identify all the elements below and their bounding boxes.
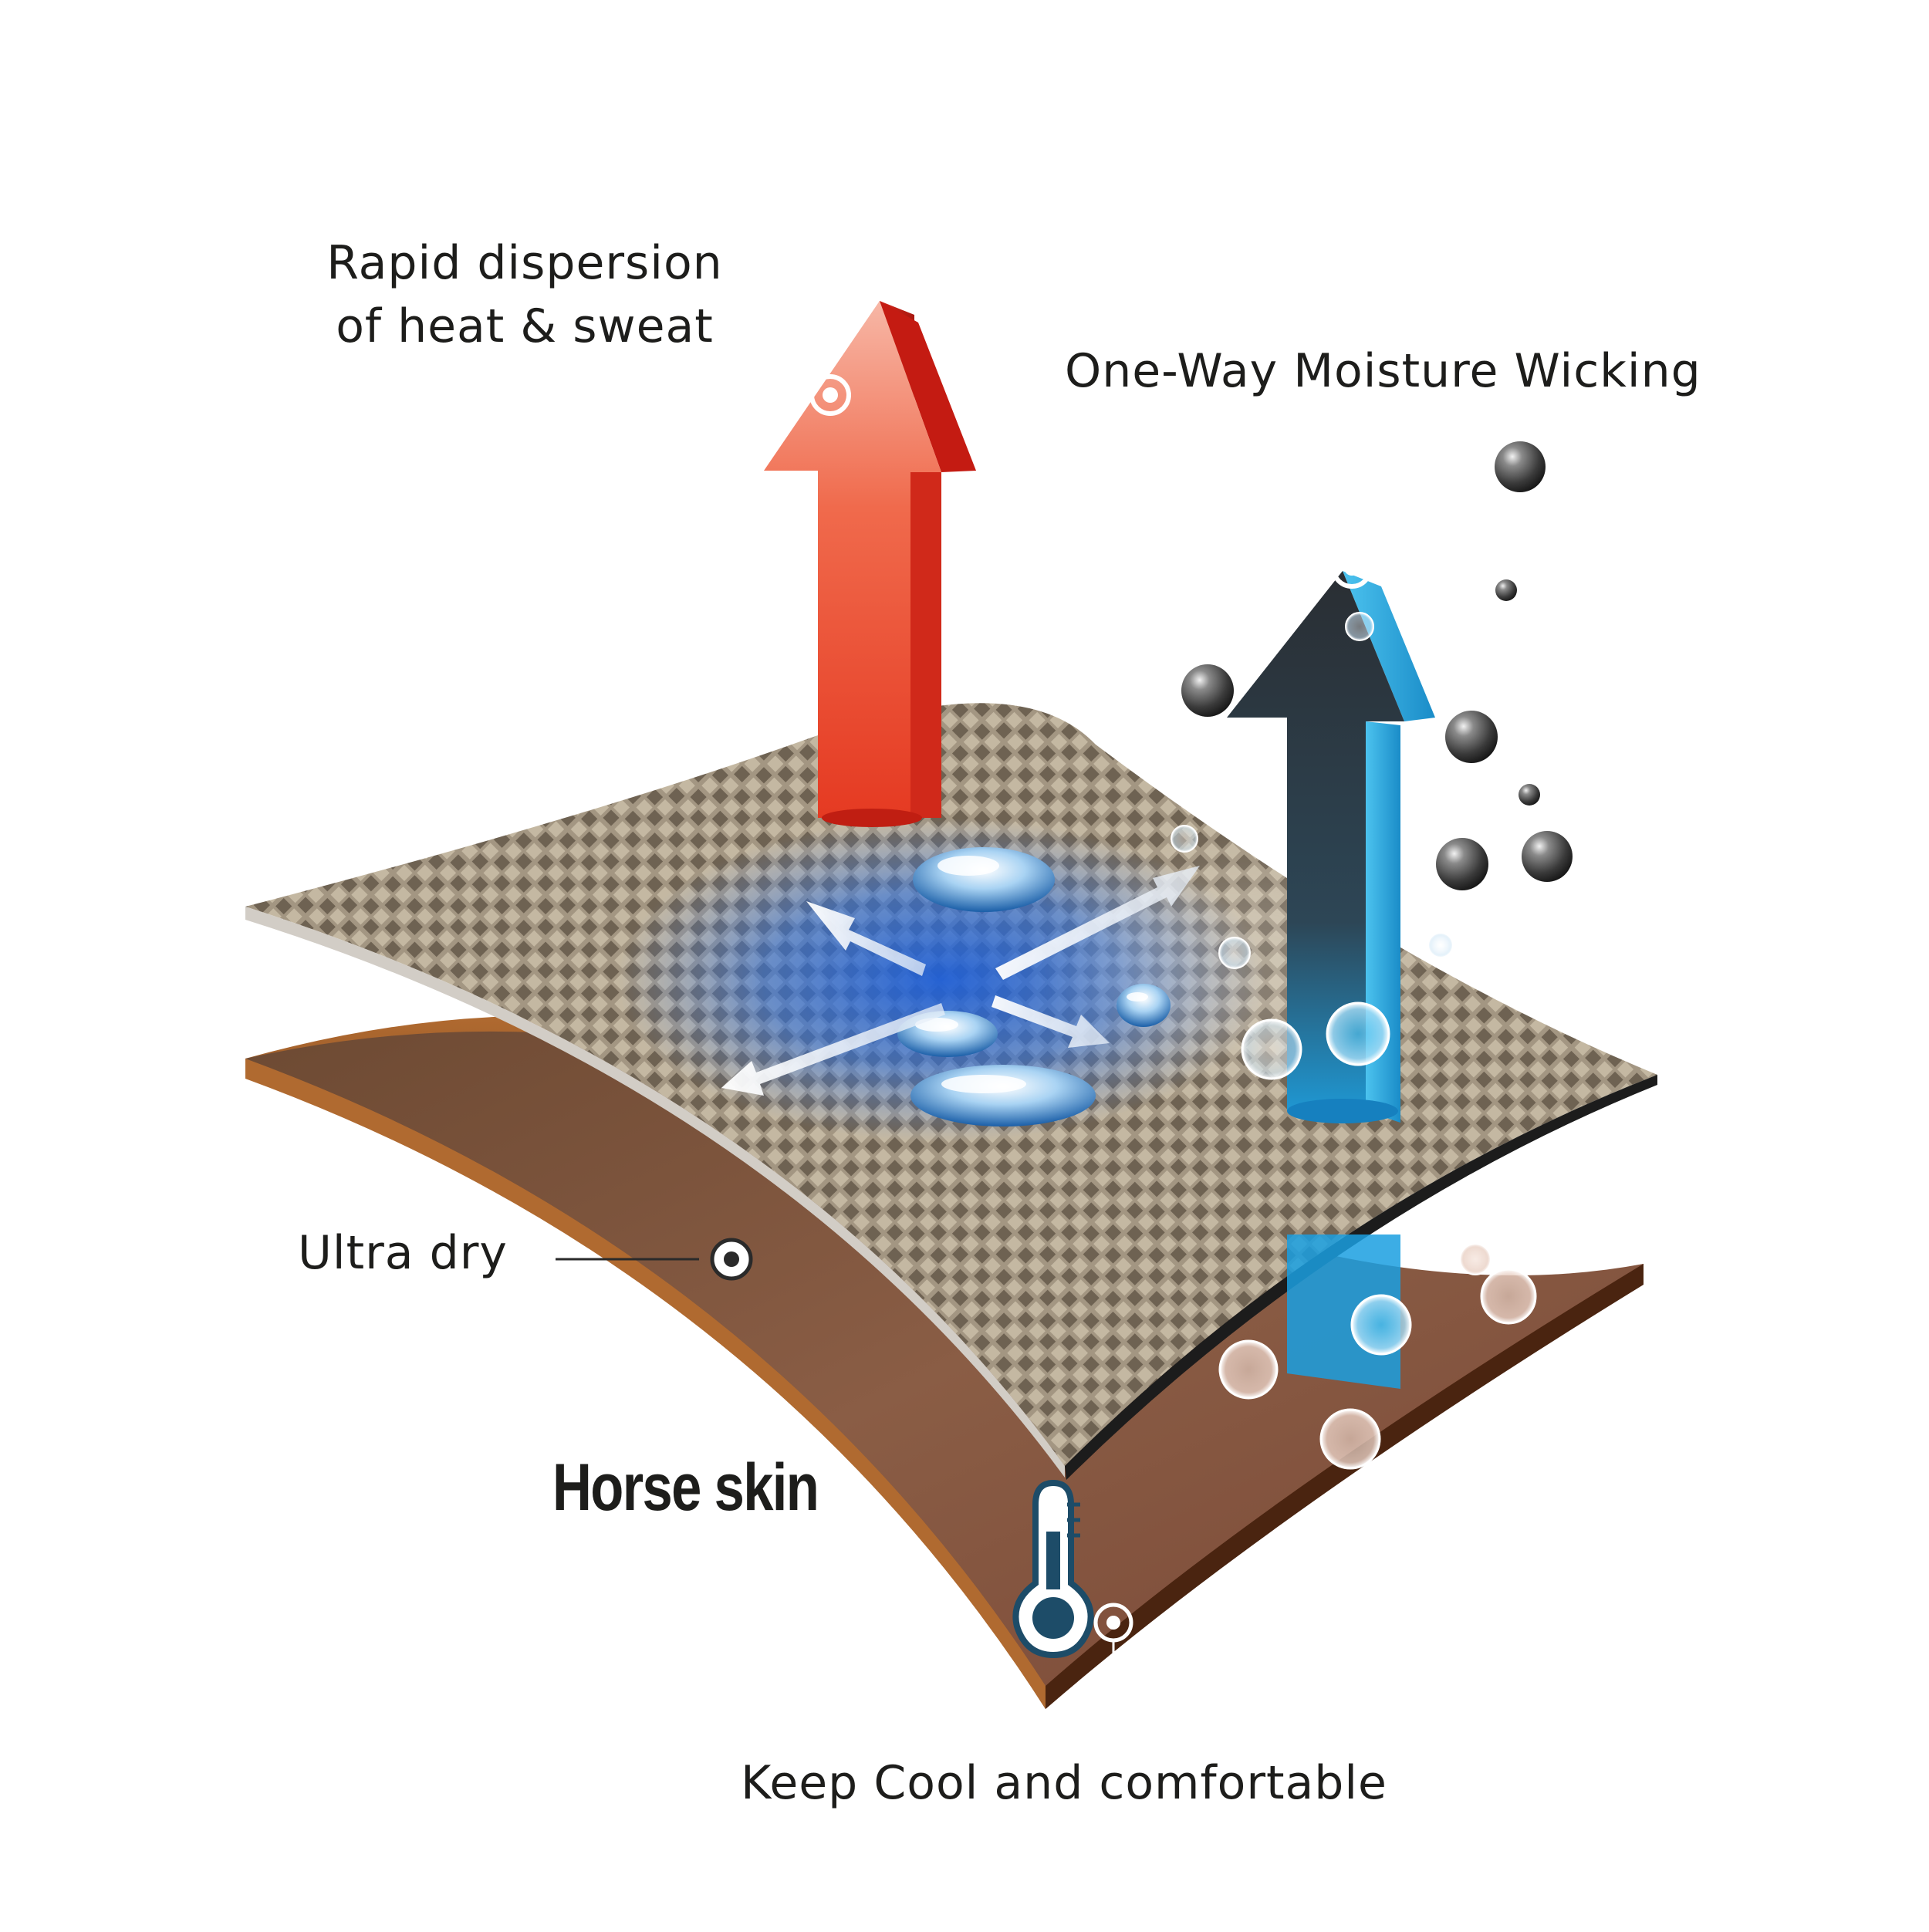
heat-label-line2: of heat & sweat [336,299,714,353]
wicking-target-icon [1331,547,1373,589]
heat-dispersion-label: Rapid dispersion of heat & sweat [293,231,756,358]
bubble-icon [1181,664,1234,717]
bubble-icon [1436,838,1488,890]
bubble-icon [1519,784,1540,806]
heat-target-icon [809,374,851,416]
horse-skin-label: Horse skin [552,1451,819,1525]
water-droplet-icon [910,1065,1096,1126]
arrow-down-left [721,1003,945,1096]
bubble-icon [1326,1001,1390,1066]
water-droplet-icon [913,847,1055,912]
bubble-icon [1459,1243,1492,1275]
dark-bubbles [1181,441,1573,890]
arrow-down-right [992,995,1110,1048]
bubble-icon [1218,1339,1279,1400]
moisture-bubbles [1171,612,1537,1470]
bubble-icon [1495,579,1517,601]
arrow-up-right [995,866,1200,980]
bubble-icon [1480,1268,1537,1325]
horse-skin-layer [245,1015,1644,1709]
bubble-icon [1495,441,1546,492]
bubble-icon [1171,825,1198,853]
bubble-icon [1427,932,1454,958]
water-droplet-icon [1117,984,1171,1027]
keep-cool-label: Keep Cool and comfortable [741,1756,1387,1810]
bubble-icon [1218,937,1251,969]
bubble-icon [1445,711,1498,763]
moisture-wicking-label: One-Way Moisture Wicking [1065,344,1701,398]
skin-target-icon [1093,1603,1133,1668]
bubble-icon [1350,1294,1412,1356]
ultra-dry-target-icon [556,1238,753,1281]
thermometer-icon [1012,1479,1094,1659]
ultra-dry-label: Ultra dry [298,1226,508,1280]
arrow-up-left [806,901,926,976]
water-droplets [897,847,1171,1126]
bubble-icon [1241,1018,1302,1080]
heat-label-line1: Rapid dispersion [326,236,723,290]
bubble-icon [1345,612,1374,641]
dispersion-arrows [721,866,1200,1096]
heat-arrow [764,301,976,827]
bubble-icon [1319,1408,1381,1470]
bubble-icon [1522,831,1573,882]
